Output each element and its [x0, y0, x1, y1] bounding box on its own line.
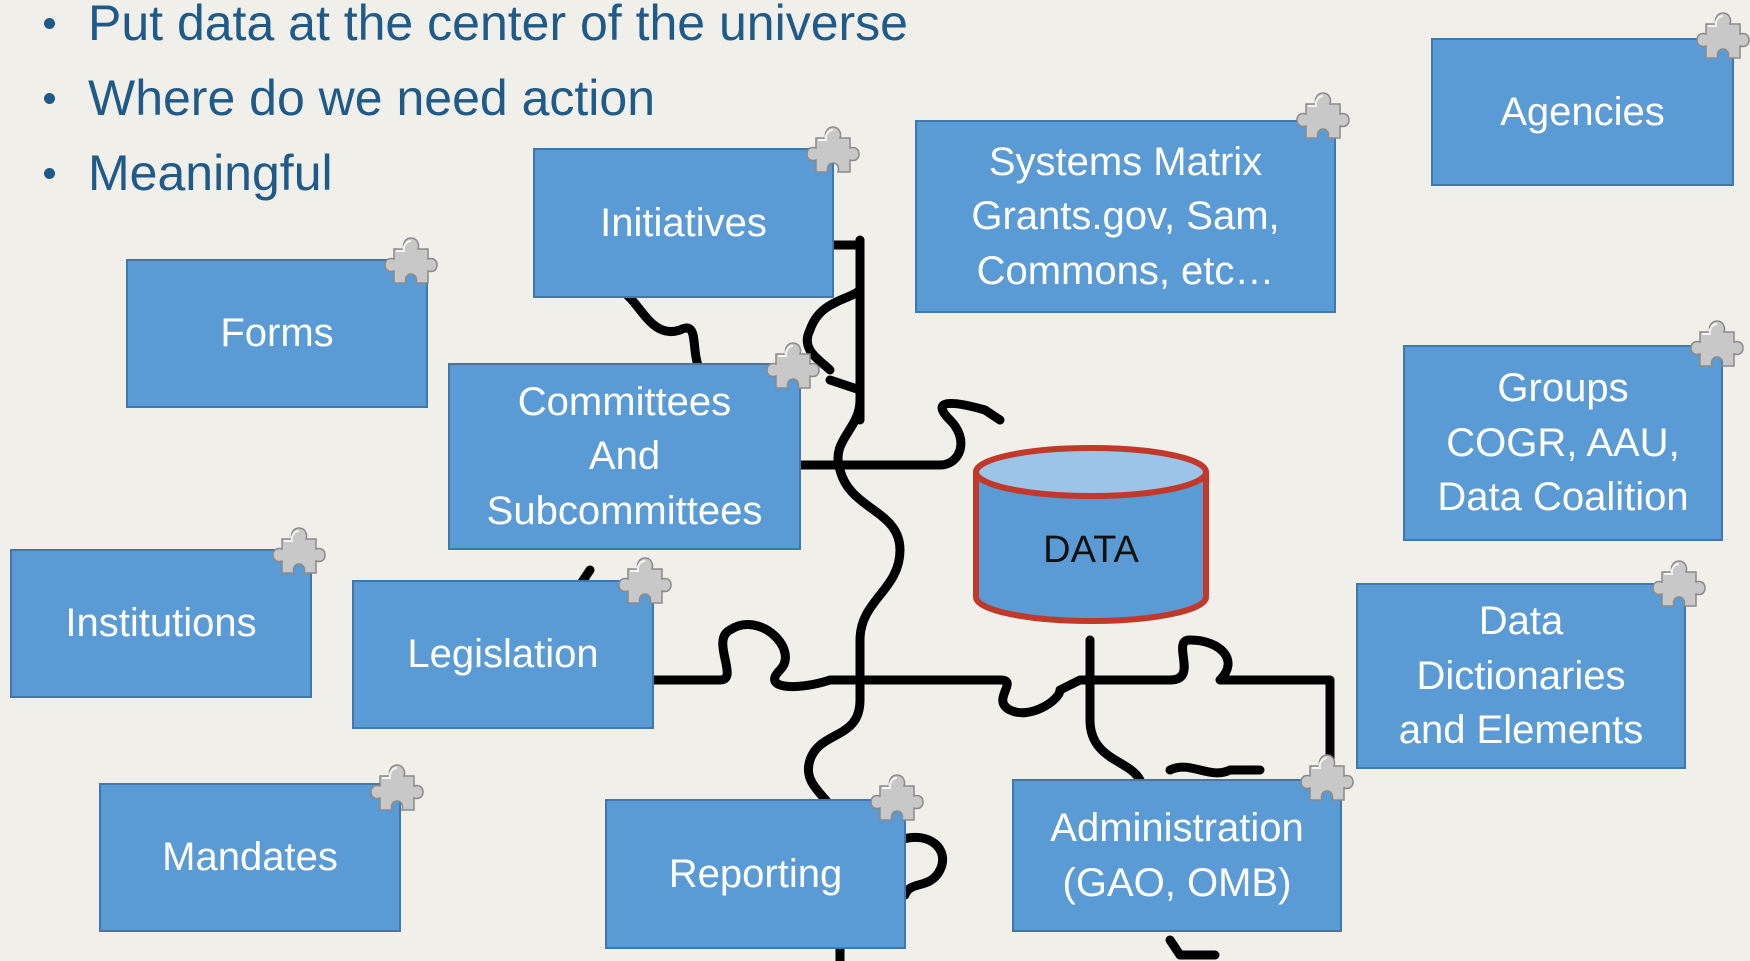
puzzle-line — [1165, 935, 1220, 960]
administration-box: Administration (GAO, OMB) — [1012, 779, 1342, 932]
puzzle-line — [785, 240, 865, 375]
puzzle-piece-icon — [806, 124, 860, 178]
agencies-box: Agencies — [1431, 38, 1734, 186]
bullet-dot-icon — [44, 18, 55, 29]
puzzle-line — [825, 375, 865, 425]
reporting-box: Reporting — [605, 799, 906, 949]
initiatives-box: Initiatives — [533, 148, 834, 298]
bullet-list: Put data at the center of the universe W… — [40, 0, 908, 211]
puzzle-piece-icon — [618, 555, 672, 609]
puzzle-piece-icon — [766, 340, 820, 394]
legislation-box: Legislation — [352, 580, 654, 729]
bullet-dot-icon — [44, 168, 55, 179]
puzzle-piece-icon — [370, 762, 424, 816]
bullet-item: Meaningful — [40, 136, 908, 211]
puzzle-piece-icon — [1300, 752, 1354, 806]
puzzle-line — [1165, 762, 1265, 778]
puzzle-line — [1085, 635, 1335, 765]
bullet-dot-icon — [44, 93, 55, 104]
puzzle-line — [645, 620, 1095, 718]
database-cylinder-icon — [973, 445, 1209, 624]
puzzle-line — [895, 832, 948, 900]
puzzle-piece-icon — [1696, 10, 1750, 64]
bullet-item: Where do we need action — [40, 61, 908, 136]
mandates-box: Mandates — [99, 783, 401, 932]
puzzle-piece-icon — [870, 772, 924, 826]
puzzle-piece-icon — [1652, 558, 1706, 612]
puzzle-piece-icon — [1296, 90, 1350, 144]
puzzle-line — [615, 285, 705, 375]
bullet-item: Put data at the center of the universe — [40, 0, 908, 61]
groups-box: Groups COGR, AAU, Data Coalition — [1403, 345, 1723, 541]
data-center-label: DATA — [1043, 529, 1139, 571]
puzzle-piece-icon — [384, 235, 438, 289]
data-dictionaries-box: Data Dictionaries and Elements — [1356, 583, 1686, 769]
puzzle-line — [795, 398, 1005, 470]
puzzle-piece-icon — [272, 525, 326, 579]
forms-box: Forms — [126, 259, 428, 408]
systems-matrix-box: Systems Matrix Grants.gov, Sam, Commons,… — [915, 120, 1336, 313]
puzzle-piece-icon — [1690, 318, 1744, 372]
institutions-box: Institutions — [10, 549, 312, 698]
committees-box: Committees And Subcommittees — [448, 363, 801, 550]
